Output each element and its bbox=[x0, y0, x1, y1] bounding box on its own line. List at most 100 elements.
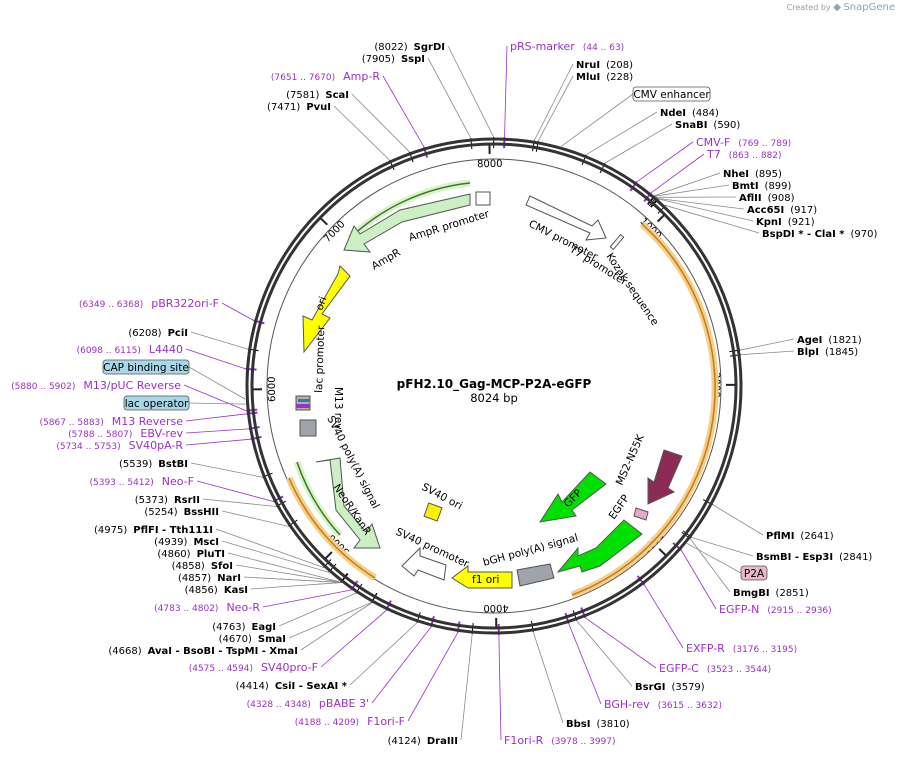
primer-name: SV40pA-R bbox=[129, 439, 184, 452]
site-name: BstBI bbox=[158, 459, 188, 470]
primer-range: (5393 .. 5412) bbox=[89, 478, 153, 488]
neor-kanr-arrow bbox=[315, 457, 381, 549]
site-position: (4860) bbox=[157, 549, 190, 560]
egfp-arrow bbox=[556, 519, 643, 573]
plasmid-name: pFH2.10_Gag-MCP-P2A-eGFP bbox=[397, 377, 592, 392]
orange-arc-right-core bbox=[571, 223, 716, 596]
primer-l4440-leader bbox=[185, 348, 246, 370]
feature-box-label: P2A bbox=[744, 568, 765, 580]
primer-range: (3615 .. 3632) bbox=[658, 701, 722, 711]
primer-name: EBV-rev bbox=[140, 427, 183, 440]
site-scai-leader bbox=[351, 93, 410, 153]
site-nari: (4857)NarI bbox=[178, 573, 241, 584]
site-pcii: (6208)PciI bbox=[128, 328, 188, 339]
site-name: PciI bbox=[168, 328, 188, 339]
site-rsrii-leader bbox=[202, 498, 277, 507]
primer-name: EXFP-R bbox=[686, 642, 725, 655]
site-kpni-leader bbox=[658, 198, 754, 222]
feature-box-cap-binding-site bbox=[102, 359, 190, 375]
site-name: BmtI bbox=[732, 181, 759, 192]
site-name: KpnI bbox=[756, 217, 782, 228]
site-name: SgrDI bbox=[414, 42, 445, 53]
ampr-promoter-arrow bbox=[475, 191, 491, 206]
primer-m13-reverse-leader bbox=[185, 413, 247, 422]
primer-neo-r-leader bbox=[262, 589, 352, 608]
primer-name: F1ori-R bbox=[504, 734, 544, 747]
backbone-outer bbox=[245, 137, 743, 635]
site-name: BlpI bbox=[797, 347, 819, 358]
primer-egfp-c-leader bbox=[584, 617, 657, 669]
primer-sv40pa-r-leader bbox=[185, 438, 251, 446]
green-arc-top-core bbox=[349, 182, 471, 239]
primer-f1ori-f: (4188 .. 4209)F1ori-F bbox=[295, 715, 405, 728]
site-position: (1845) bbox=[825, 347, 858, 358]
site-name: SmaI bbox=[258, 634, 286, 645]
primer-labels: pRS-marker(44 .. 63)(7651 .. 7670)Amp-RC… bbox=[11, 40, 832, 747]
primer-pbabe-3: (4328 .. 4348)pBABE 3' bbox=[247, 697, 369, 710]
primer-range: (3978 .. 3997) bbox=[551, 737, 615, 747]
primer-range: (863 .. 882) bbox=[729, 151, 782, 161]
site-position: (3810) bbox=[596, 719, 629, 730]
site-position: (590) bbox=[713, 120, 740, 131]
site-name: NheI bbox=[723, 169, 749, 180]
label-leader-lines bbox=[183, 45, 795, 741]
label-f1-ori: f1 ori bbox=[472, 574, 499, 586]
primer-m13-reverse: (5867 .. 5883)M13 Reverse bbox=[40, 415, 184, 428]
site-name: SspI bbox=[401, 54, 425, 65]
m13-rev-marker bbox=[296, 404, 310, 408]
site-name: AflII bbox=[739, 193, 762, 204]
primer-range: (4783 .. 4802) bbox=[154, 604, 218, 614]
site-position: (8022) bbox=[374, 42, 407, 53]
primer-name: M13 Reverse bbox=[112, 415, 183, 428]
bgh-polya-block bbox=[516, 563, 555, 587]
site-avai-bsobi-tspmi-xmai-leader bbox=[300, 602, 372, 651]
box-leader bbox=[561, 93, 634, 147]
site-name: BspDI * - ClaI * bbox=[762, 229, 845, 240]
primer-prs-marker: pRS-marker(44 .. 63) bbox=[510, 40, 624, 53]
primer-f1ori-f-leader bbox=[407, 632, 459, 722]
primer-name: Amp-R bbox=[343, 70, 380, 83]
primer-name: pBR322ori-F bbox=[151, 297, 219, 310]
site-csii-sexai: (4414)CsiI - SexAI * bbox=[236, 681, 348, 692]
site-name: NdeI bbox=[660, 108, 686, 119]
site-position: (4124) bbox=[388, 736, 421, 747]
site-name: BsmBI - Esp3I bbox=[756, 552, 833, 563]
site-mlui: MluI(228) bbox=[576, 72, 633, 83]
site-name: RsrII bbox=[174, 495, 200, 506]
site-position: (4858) bbox=[172, 561, 205, 572]
site-bmgbi-leader bbox=[690, 538, 731, 593]
primer-exfp-r: EXFP-R(3176 .. 3195) bbox=[686, 642, 797, 655]
primer-name: Neo-F bbox=[162, 475, 194, 488]
sv40-promoter-arrow bbox=[401, 546, 447, 581]
site-bbsi-leader bbox=[532, 631, 564, 724]
site-position: (4939) bbox=[154, 537, 187, 548]
site-sspi: (7905)SspI bbox=[362, 54, 425, 65]
site-bstbi-leader bbox=[190, 462, 263, 478]
label-egfp: EGFP bbox=[607, 493, 632, 522]
site-ndei: NdeI(484) bbox=[660, 108, 719, 119]
label-kozak-sequence: Kozak sequence bbox=[604, 251, 661, 328]
site-position: (2641) bbox=[800, 531, 833, 542]
site-snabi-leader bbox=[604, 123, 673, 164]
kozak-marker bbox=[609, 233, 625, 251]
plasmid-length: 8024 bp bbox=[470, 391, 518, 405]
primer-name: T7 bbox=[706, 148, 721, 161]
label-ori: ori bbox=[314, 295, 330, 312]
site-mlui-leader bbox=[537, 75, 574, 142]
primer-f1ori-r-leader bbox=[498, 634, 502, 741]
primer-egfp-c: EGFP-C(3523 .. 3544) bbox=[659, 662, 771, 675]
site-position: (4668) bbox=[108, 646, 141, 657]
primer-name: L4440 bbox=[149, 343, 183, 356]
site-snabi: SnaBI(590) bbox=[675, 120, 740, 131]
primer-prs-marker-leader bbox=[504, 45, 508, 138]
snapgene-watermark: Created by ◆ SnapGene bbox=[787, 2, 895, 13]
site-position: (895) bbox=[755, 169, 782, 180]
cmv-promoter-arrow bbox=[525, 195, 607, 241]
site-bsmbi-esp3i-leader bbox=[691, 537, 754, 557]
site-draiii: (4124)DraIII bbox=[388, 736, 458, 747]
sv40-ori-block bbox=[423, 502, 443, 522]
tick-mark bbox=[656, 214, 665, 223]
site-bmti: BmtI(899) bbox=[732, 181, 792, 192]
feature-track-circle bbox=[266, 158, 722, 614]
site-pflmi-leader bbox=[712, 504, 764, 536]
